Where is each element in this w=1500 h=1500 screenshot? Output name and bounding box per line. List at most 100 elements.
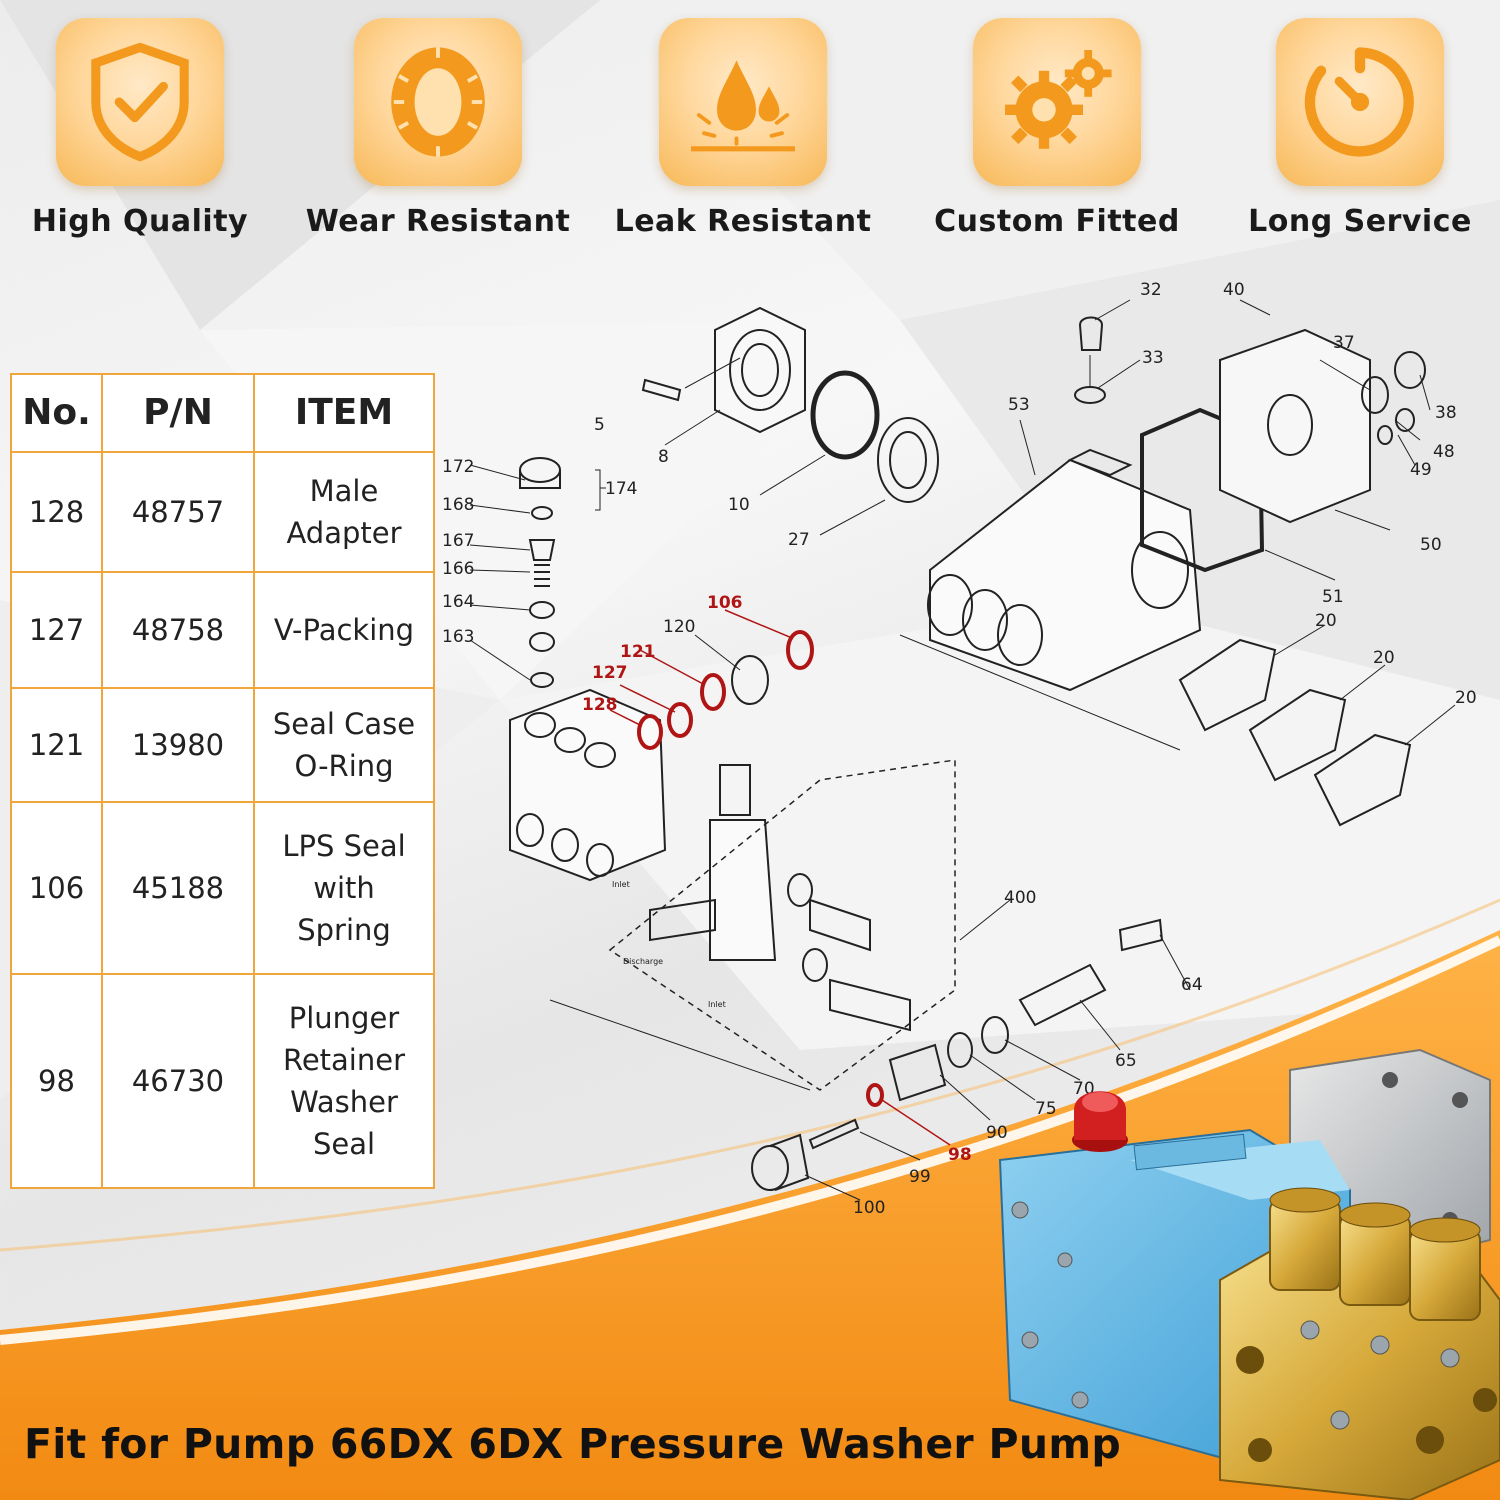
svg-text:20: 20 <box>1373 648 1395 668</box>
feature-label: Leak Resistant <box>614 204 872 239</box>
item-line: with <box>313 871 375 905</box>
cell-no: 127 <box>10 571 103 689</box>
footer-title: Fit for Pump 66DX 6DX Pressure Washer Pu… <box>24 1420 1122 1468</box>
table-row: 98 46730 Plunger Retainer Washer Seal <box>10 973 435 1189</box>
badge-wear-resistant <box>354 18 522 186</box>
svg-text:65: 65 <box>1115 1051 1137 1071</box>
feature-wear-resistant: Wear Resistant <box>293 18 583 239</box>
svg-text:167: 167 <box>442 531 474 551</box>
cell-item: LPS Seal with Spring <box>253 801 435 975</box>
feature-long-service: Long Service <box>1215 18 1500 239</box>
feature-leak-resistant: Leak Resistant <box>598 18 888 239</box>
feature-label: Long Service <box>1248 204 1472 239</box>
cell-item: V-Packing <box>253 571 435 689</box>
svg-text:32: 32 <box>1140 280 1162 300</box>
cell-pn: 46730 <box>101 973 255 1189</box>
svg-text:50: 50 <box>1420 535 1442 555</box>
svg-text:99: 99 <box>909 1167 931 1187</box>
svg-text:120: 120 <box>663 617 695 637</box>
svg-text:38: 38 <box>1435 403 1457 423</box>
svg-text:168: 168 <box>442 495 474 515</box>
item-line: V-Packing <box>273 613 415 647</box>
badge-custom-fitted <box>973 18 1141 186</box>
cell-pn: 13980 <box>101 687 255 803</box>
header-item: ITEM <box>253 373 435 453</box>
item-line: Retainer <box>282 1043 406 1077</box>
cell-no: 128 <box>10 451 103 573</box>
svg-text:49: 49 <box>1410 460 1432 480</box>
stopwatch-icon <box>1304 47 1414 157</box>
gears-icon <box>1005 50 1112 149</box>
item-line: Plunger <box>288 1001 400 1035</box>
svg-text:51: 51 <box>1322 587 1344 607</box>
item-line: Adapter <box>286 516 402 550</box>
water-drops-icon <box>691 60 795 152</box>
item-line: Seal <box>312 1127 376 1161</box>
table-row: 121 13980 Seal Case O-Ring <box>10 687 435 803</box>
svg-text:37: 37 <box>1333 333 1355 353</box>
cell-no: 121 <box>10 687 103 803</box>
feature-custom-fitted: Custom Fitted <box>912 18 1202 239</box>
feature-label: Wear Resistant <box>305 204 571 239</box>
cell-item: Seal Case O-Ring <box>253 687 435 803</box>
feature-row: High Quality Wear Resistant <box>0 18 1500 248</box>
svg-text:100: 100 <box>853 1198 885 1218</box>
svg-text:64: 64 <box>1181 975 1203 995</box>
parts-table: No. P/N ITEM 128 48757 Male Adapter 127 … <box>10 373 435 1189</box>
svg-text:53: 53 <box>1008 395 1030 415</box>
badge-leak-resistant <box>659 18 827 186</box>
item-line: O-Ring <box>294 749 394 783</box>
item-line: Male <box>309 474 379 508</box>
svg-text:48: 48 <box>1433 442 1455 462</box>
item-line: Spring <box>297 913 391 947</box>
svg-text:163: 163 <box>442 627 474 647</box>
item-line: Seal Case <box>272 707 416 741</box>
svg-text:98: 98 <box>948 1145 972 1165</box>
svg-text:90: 90 <box>986 1123 1008 1143</box>
svg-text:Inlet: Inlet <box>612 880 630 889</box>
header-no: No. <box>10 373 103 453</box>
svg-text:166: 166 <box>442 559 474 579</box>
svg-text:174: 174 <box>605 479 637 499</box>
svg-text:75: 75 <box>1035 1099 1057 1119</box>
svg-text:172: 172 <box>442 457 474 477</box>
svg-text:Inlet: Inlet <box>708 1000 726 1009</box>
header-pn: P/N <box>101 373 255 453</box>
svg-text:27: 27 <box>788 530 810 550</box>
svg-text:128: 128 <box>582 695 618 715</box>
svg-text:20: 20 <box>1455 688 1477 708</box>
cell-no: 106 <box>10 801 103 975</box>
svg-text:106: 106 <box>707 593 743 613</box>
svg-text:40: 40 <box>1223 280 1245 300</box>
svg-text:8: 8 <box>658 447 669 467</box>
feature-label: High Quality <box>31 204 249 239</box>
feature-label: Custom Fitted <box>934 204 1180 239</box>
cell-pn: 45188 <box>101 801 255 975</box>
item-line: Washer <box>290 1085 398 1119</box>
svg-text:5: 5 <box>594 415 605 435</box>
svg-text:Discharge: Discharge <box>623 957 663 966</box>
cell-item: Male Adapter <box>253 451 435 573</box>
table-row: 127 48758 V-Packing <box>10 571 435 689</box>
exploded-parts-diagram: 32 40 37 33 38 5 8 53 48 49 10 27 50 51 … <box>442 280 1477 1218</box>
svg-text:33: 33 <box>1142 348 1164 368</box>
cell-item: Plunger Retainer Washer Seal <box>253 973 435 1189</box>
shield-check-icon <box>91 42 189 162</box>
item-line: LPS Seal <box>282 829 406 863</box>
table-header-row: No. P/N ITEM <box>10 373 435 453</box>
svg-text:10: 10 <box>728 495 750 515</box>
ring-seal-icon <box>391 47 485 157</box>
pump-photo <box>998 1048 1500 1500</box>
svg-text:121: 121 <box>620 642 656 662</box>
table-row: 106 45188 LPS Seal with Spring <box>10 801 435 975</box>
cell-pn: 48758 <box>101 571 255 689</box>
feature-high-quality: High Quality <box>0 18 285 239</box>
table-row: 128 48757 Male Adapter <box>10 451 435 573</box>
badge-long-service <box>1276 18 1444 186</box>
cell-no: 98 <box>10 973 103 1189</box>
svg-text:164: 164 <box>442 592 474 612</box>
badge-high-quality <box>56 18 224 186</box>
cell-pn: 48757 <box>101 451 255 573</box>
svg-text:127: 127 <box>592 663 628 683</box>
svg-text:400: 400 <box>1004 888 1036 908</box>
